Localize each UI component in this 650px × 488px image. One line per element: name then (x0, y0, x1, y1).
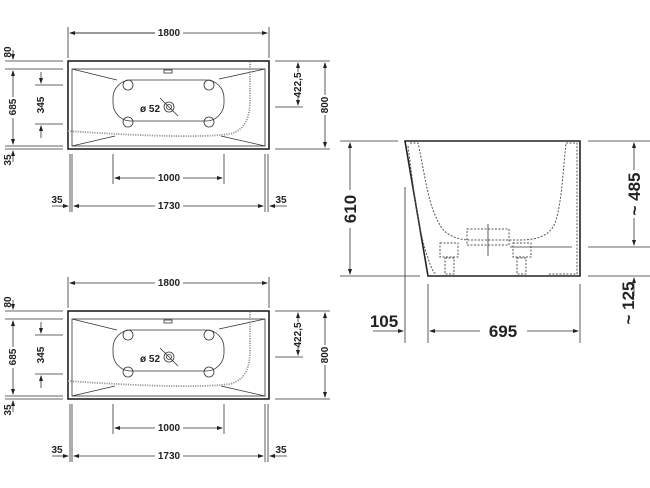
dim-inner-length: 1730 (158, 451, 181, 462)
side-view: 610 105 695 ~ 485 ~ 125 (340, 140, 650, 343)
overflow-icon (163, 69, 173, 74)
headrest-mount-icon (122, 79, 134, 91)
headrest-mount-icon (122, 116, 134, 128)
tub-inner-outline (71, 318, 266, 397)
top-view-lower: ø 52 1800 1000 1730 35 35 800 422,5 (3, 277, 331, 462)
drain-icon (163, 101, 175, 113)
dim-inner-width: 685 (8, 98, 19, 115)
dim-bottom-rim: 35 (3, 154, 14, 166)
dim-left-rim: 35 (51, 445, 63, 456)
dim-drain-spacing: 1000 (158, 173, 181, 184)
headrest-mount-icon (122, 329, 134, 341)
dim-bottom-rim: 35 (3, 404, 14, 416)
dim-headrest-spacing: 345 (36, 346, 47, 363)
tub-inner-outline (71, 68, 266, 147)
dim-left-rim: 35 (51, 195, 63, 206)
headrest-mount-icon (203, 79, 215, 91)
dim-base-width: 695 (489, 322, 517, 341)
drain-icon (163, 351, 175, 363)
dim-drain-offset: 422,5 (293, 322, 304, 347)
tub-outline (67, 60, 270, 150)
headrest-mount-icon (122, 366, 134, 378)
overflow-icon (163, 319, 173, 324)
headrest-mount-icon (203, 366, 215, 378)
shell-outline (67, 311, 251, 388)
foot-right-icon (512, 242, 532, 258)
foot-left-icon (439, 242, 459, 258)
shell-outline (67, 61, 251, 138)
dim-drain-spacing: 1000 (158, 423, 181, 434)
dim-overall-length: 1800 (158, 28, 181, 39)
dim-height: 610 (341, 195, 360, 223)
dim-top-rim: 80 (3, 296, 14, 308)
dim-drain-offset: 422,5 (293, 72, 304, 97)
headrest-mount-icon (203, 116, 215, 128)
inner-shell (410, 142, 578, 275)
dim-right-rim: 35 (275, 445, 287, 456)
dim-headrest-spacing: 345 (36, 96, 47, 113)
dim-top-rim: 80 (3, 46, 14, 58)
dim-base-height: ~ 125 (619, 281, 638, 324)
drain-diameter-label: ø 52 (140, 354, 160, 365)
tub-basin (112, 329, 225, 372)
dim-overall-width: 800 (320, 96, 331, 113)
dim-right-rim: 35 (275, 195, 287, 206)
top-view-upper: ø 52 1800 1000 1730 35 35 800 (3, 27, 331, 212)
dim-inner-length: 1730 (158, 201, 181, 212)
dim-slope-offset: 105 (370, 312, 398, 331)
tub-side-profile (404, 140, 581, 277)
tub-basin (112, 79, 225, 122)
dim-inner-width: 685 (8, 348, 19, 365)
drain-diameter-label: ø 52 (140, 104, 160, 115)
dim-overall-width: 800 (320, 346, 331, 363)
tub-outline (67, 310, 270, 400)
headrest-mount-icon (203, 329, 215, 341)
dim-inner-depth: ~ 485 (625, 172, 644, 215)
dim-overall-length: 1800 (158, 278, 181, 289)
